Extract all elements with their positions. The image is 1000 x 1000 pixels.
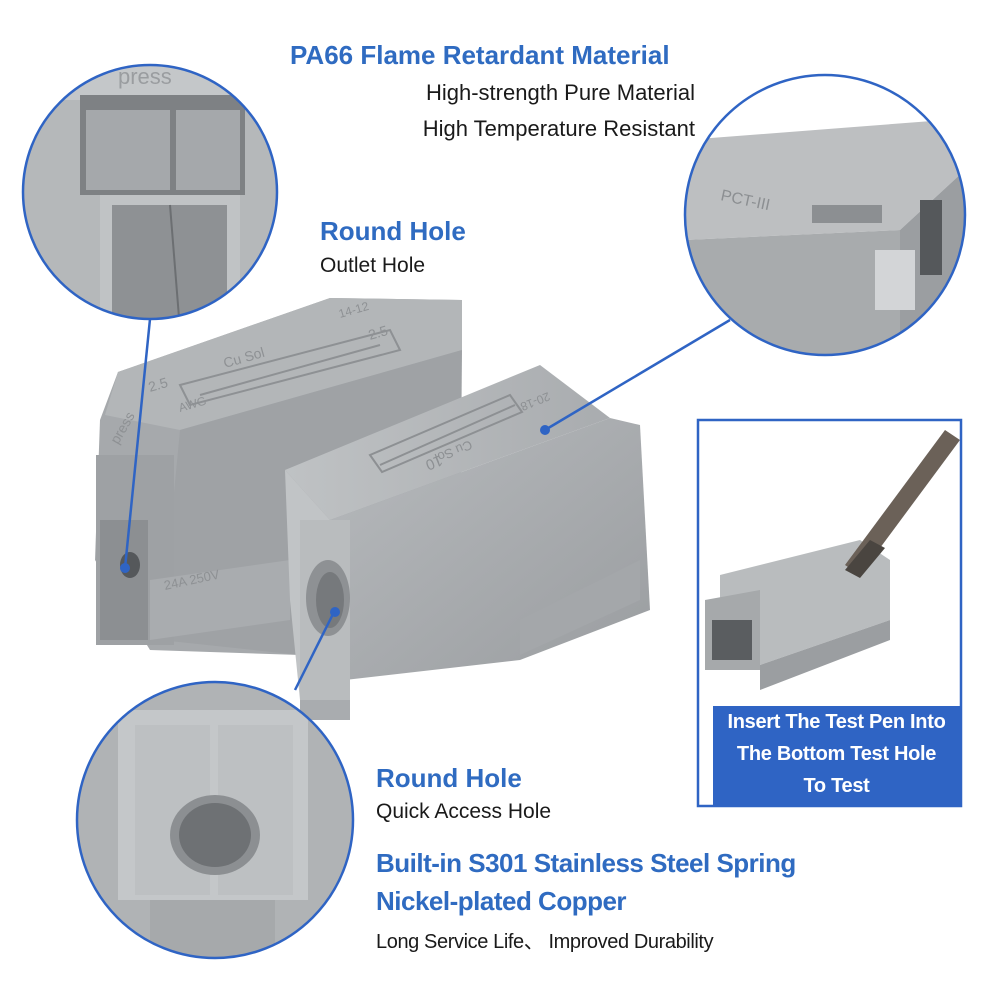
outlet-hole-title: Round Hole	[320, 216, 466, 246]
callout-lines	[123, 318, 731, 691]
test-caption-line-2: The Bottom Test Hole	[736, 743, 937, 765]
cu-sol-marking-front: Cu Sol	[433, 437, 475, 466]
material-line-2: High Temperature Resistant	[422, 116, 695, 141]
size-right-marking: 2.5	[366, 322, 389, 343]
access-hole-subtitle: Quick Access Hole	[376, 800, 552, 823]
access-hole-title: Round Hole	[376, 763, 522, 793]
rating-marking: 24A 250V	[163, 566, 222, 592]
test-caption-line-1: Insert The Test Pen Into	[727, 711, 946, 733]
size-left-marking: 2.5	[146, 374, 169, 395]
spring-title-line-1: Built-in S301 Stainless Steel Spring	[376, 848, 796, 878]
cu-sol-marking-back: Cu Sol	[221, 344, 266, 371]
awg-marking-back: AWG	[177, 394, 208, 415]
material-line-1: High-strength Pure Material	[425, 80, 695, 105]
callout-dot-outlet	[120, 563, 130, 573]
press-marking-back: press	[107, 409, 138, 447]
test-caption-box: Insert The Test Pen Into The Bottom Test…	[713, 706, 960, 806]
zoom-circle-outlet	[21, 63, 279, 321]
press-marking-zoom: press	[118, 64, 172, 89]
callout-dot-material	[540, 425, 550, 435]
zoom-circle-material	[683, 73, 967, 357]
outlet-hole-subtitle: Outlet Hole	[320, 254, 426, 277]
awg-range-marking-back: 14-12	[337, 299, 371, 321]
spring-subtitle: Long Service Life、 Improved Durability	[376, 931, 714, 953]
gauge-center-marking: 10	[423, 451, 445, 473]
test-caption-line-3: To Test	[803, 775, 870, 797]
material-title: PA66 Flame Retardant Material	[290, 40, 670, 70]
spring-title-line-2: Nickel-plated Copper	[376, 886, 627, 916]
zoom-circle-access	[75, 680, 355, 960]
front-connector	[285, 365, 650, 720]
callout-dot-access	[330, 607, 340, 617]
awg-range-marking-front: 20-18	[518, 389, 552, 414]
brand-marking-zoom: PCT-III	[719, 187, 771, 214]
